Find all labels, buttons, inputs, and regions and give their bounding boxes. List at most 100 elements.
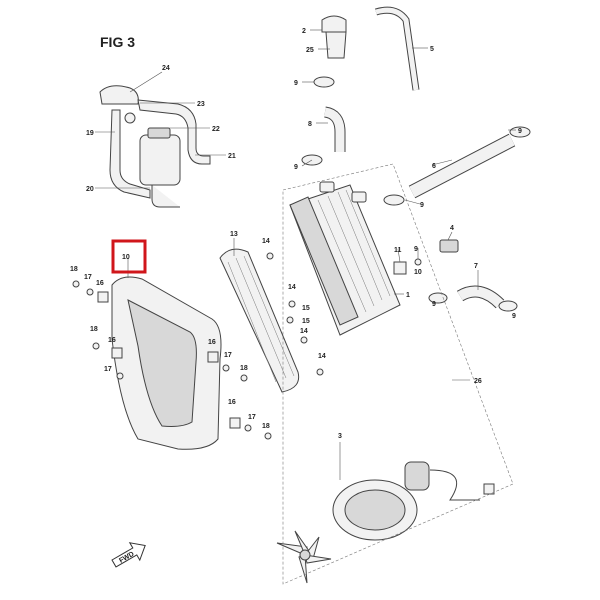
bracket-21[interactable] [137, 99, 211, 165]
fasteners-left[interactable] [72, 252, 324, 440]
callout-16-a: 16 [96, 280, 104, 287]
bolt-18d[interactable] [264, 432, 272, 440]
hose-19[interactable] [109, 109, 151, 199]
grommet-11[interactable] [393, 261, 407, 275]
grommet-16b[interactable] [111, 347, 123, 359]
callout-17-c: 17 [224, 352, 232, 359]
callout-9-d: 9 [420, 202, 424, 209]
reservoir-tank[interactable] [139, 134, 181, 186]
callout-15-a: 15 [302, 305, 310, 312]
bolt-10[interactable] [414, 258, 422, 266]
callout-1: 1 [406, 292, 410, 299]
callout-18-b: 18 [90, 326, 98, 333]
bolt-18a[interactable] [72, 280, 80, 288]
callout-16-b: 16 [108, 337, 116, 344]
cap-2[interactable] [321, 15, 347, 33]
callout-17-d: 17 [248, 414, 256, 421]
callout-9-e: 9 [414, 246, 418, 253]
radiator-side-tank [289, 196, 359, 326]
radiator-inlet [319, 181, 335, 193]
radiator-inlet-2 [351, 191, 367, 203]
callout-7: 7 [474, 263, 478, 270]
radiator-grille[interactable] [219, 248, 300, 393]
fan-blade[interactable] [276, 530, 332, 584]
callout-14-d: 14 [318, 353, 326, 360]
collar-17c[interactable] [222, 364, 230, 372]
callout-10-b: 10 [414, 269, 422, 276]
callout-3: 3 [338, 433, 342, 440]
fan-wire[interactable] [429, 469, 480, 501]
filler-cap-24[interactable] [99, 85, 139, 105]
callout-14-b: 14 [288, 284, 296, 291]
clamp-9c[interactable] [509, 126, 531, 138]
callout-5: 5 [430, 46, 434, 53]
reservoir-tank-assembly[interactable] [99, 85, 211, 208]
bolt-14b[interactable] [288, 300, 296, 308]
callout-26: 26 [474, 378, 482, 385]
radiator-core[interactable] [289, 181, 407, 336]
callout-14-c: 14 [300, 328, 308, 335]
callout-10[interactable]: 10 [122, 254, 130, 261]
collar-15[interactable] [286, 316, 294, 324]
fan-shroud-inner [344, 489, 406, 531]
grommet-16c[interactable] [207, 351, 219, 363]
callout-9-f: 9 [432, 301, 436, 308]
clamp-9a[interactable] [313, 76, 335, 88]
clamp-9f[interactable] [498, 300, 518, 312]
callout-9-b: 9 [518, 128, 522, 135]
callout-17-a: 17 [84, 274, 92, 281]
leader-lines [95, 29, 516, 480]
shroud-opening [127, 299, 197, 427]
callout-17-b: 17 [104, 366, 112, 373]
callout-15-b: 15 [302, 318, 310, 325]
filler-neck-25[interactable] [325, 31, 347, 59]
callout-2: 2 [302, 28, 306, 35]
forward-arrow: FWD [111, 542, 146, 568]
callout-9-a: 9 [294, 80, 298, 87]
clamp-9e[interactable] [428, 292, 448, 304]
assembly-outline-26 [282, 163, 514, 585]
callout-18-d: 18 [262, 423, 270, 430]
bolt-18b[interactable] [92, 342, 100, 350]
thermo-switch-4[interactable] [439, 239, 459, 253]
bolt-14a[interactable] [266, 252, 274, 260]
fan-connector[interactable] [483, 483, 495, 495]
hose-6-inner [409, 134, 515, 198]
bolt-14c[interactable] [300, 336, 308, 344]
callout-18-c: 18 [240, 365, 248, 372]
fan-assembly[interactable] [276, 461, 495, 584]
callout-24: 24 [162, 65, 170, 72]
callout-25: 25 [306, 47, 314, 54]
thermo-switch-group[interactable] [414, 239, 518, 312]
reservoir-cap-neck [147, 127, 171, 139]
callout-18-a: 18 [70, 266, 78, 273]
callout-14-a: 14 [262, 238, 270, 245]
callout-6: 6 [432, 163, 436, 170]
grommet-16d[interactable] [229, 417, 241, 429]
collar-17a[interactable] [86, 288, 94, 296]
radiator-shroud[interactable] [111, 276, 222, 450]
grille-13[interactable] [219, 248, 300, 393]
collar-17d[interactable] [244, 424, 252, 432]
collar-17b[interactable] [116, 372, 124, 380]
bolt-14d[interactable] [316, 368, 324, 376]
fan-motor[interactable] [404, 461, 430, 491]
hose-7-inner [457, 286, 504, 308]
grommet-16a[interactable] [97, 291, 109, 303]
callout-labels: 24 23 22 19 21 20 2 25 5 9 8 9 6 9 9 4 1… [70, 28, 522, 440]
hose-20[interactable] [151, 185, 180, 208]
bolt-18c[interactable] [240, 374, 248, 382]
hose-5-inner [375, 7, 419, 91]
callout-9-g: 9 [512, 313, 516, 320]
upper-hose-group[interactable] [301, 6, 531, 206]
callout-8: 8 [308, 121, 312, 128]
clamp-23[interactable] [124, 112, 136, 124]
callout-22: 22 [212, 126, 220, 133]
callout-20: 20 [86, 186, 94, 193]
callout-11: 11 [394, 247, 402, 254]
figure-title: FIG 3 [100, 34, 136, 50]
callout-9-c: 9 [294, 164, 298, 171]
clamp-9d[interactable] [383, 194, 405, 206]
selected-part-highlight[interactable] [111, 239, 147, 274]
